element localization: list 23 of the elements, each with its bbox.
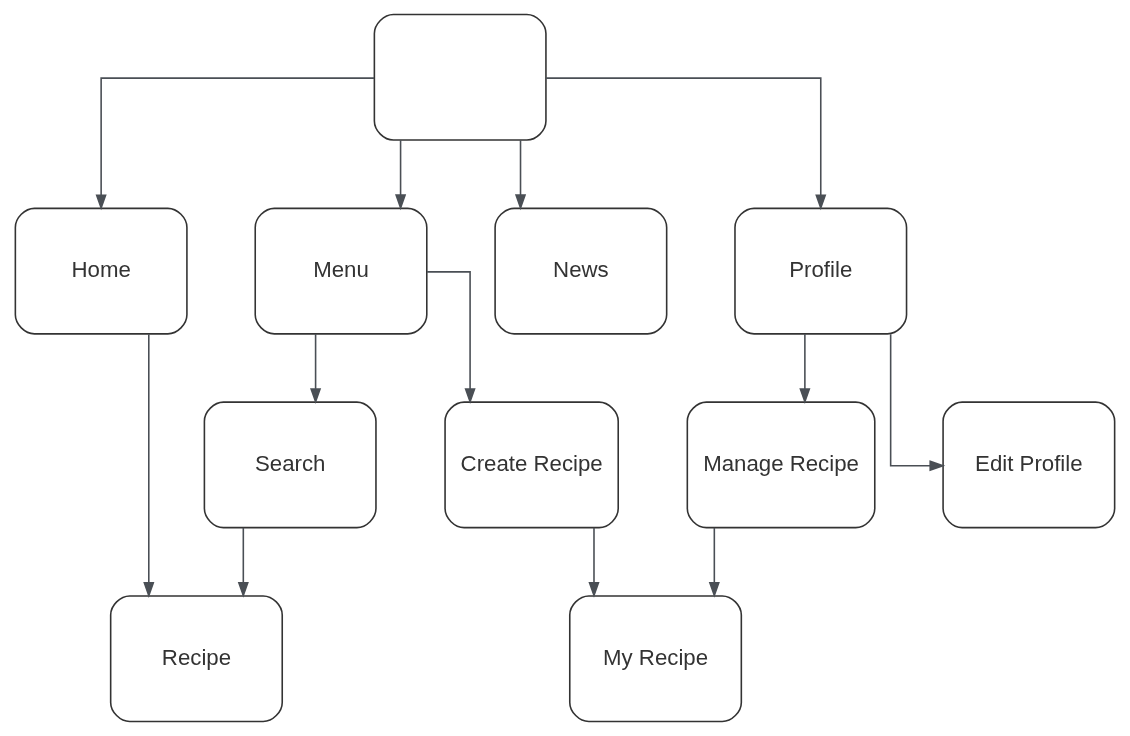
arrow <box>426 271 476 405</box>
node-box: Menu <box>254 207 428 335</box>
arrow <box>95 77 375 211</box>
arrow <box>889 333 946 472</box>
arrow <box>545 77 827 211</box>
node-box: Manage Recipe <box>686 401 876 529</box>
node-box: News <box>494 207 668 335</box>
arrow <box>310 333 322 405</box>
node-box: Home <box>14 207 188 335</box>
node-box: Profile <box>734 207 908 335</box>
node-box: Recipe <box>109 595 284 723</box>
arrow <box>588 527 600 598</box>
node-box: Create Recipe <box>444 401 619 529</box>
node-box: Search <box>203 401 377 529</box>
arrow <box>514 139 527 211</box>
arrow <box>395 139 407 211</box>
node-box <box>373 13 547 141</box>
node-box: Edit Profile <box>942 401 1116 529</box>
arrow <box>708 527 720 598</box>
arrow <box>799 333 811 405</box>
arrow <box>237 527 249 598</box>
arrow <box>143 333 155 598</box>
node-box: My Recipe <box>568 595 743 723</box>
